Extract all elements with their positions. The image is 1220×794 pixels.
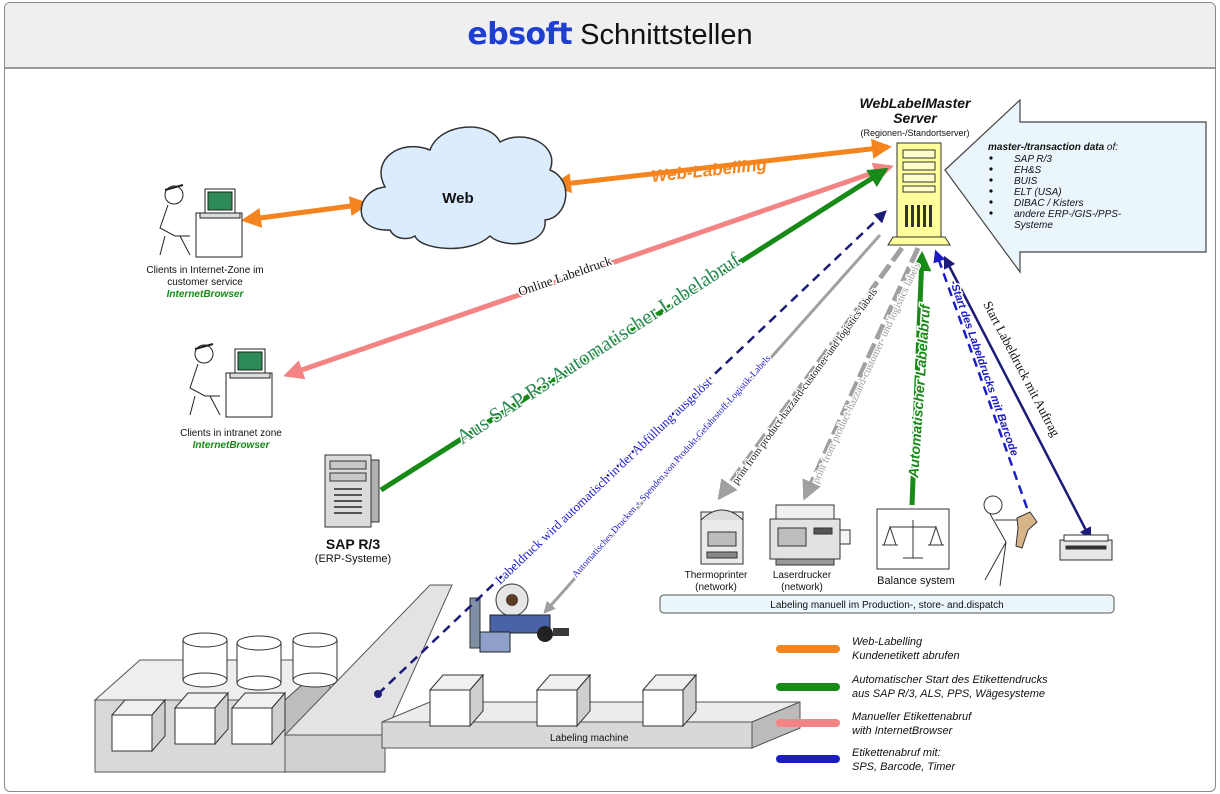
legend-3-line1: Manueller Etikettenabruf [852,711,972,723]
sap-name: SAP R/3 [326,536,380,552]
data-item: DIBAC / Kisters [1014,198,1083,209]
workstation-icon [189,343,273,418]
legend-1-line2: Kundenetikett abrufen [852,650,960,662]
legend-2-line1: Automatischer Start des Etikettendrucks [851,674,1048,686]
data-item: andere ERP-/GIS-/PPS- [1014,209,1122,220]
data-heading-bold: master-/transaction data [988,142,1105,153]
manual-labeling-bar: Labeling manuell im Production-, store- … [659,594,1115,614]
label-applicator-icon [469,583,569,653]
sap-auto-label: Aus SAP R3:Automatischer Labelabruf [452,247,745,449]
title-text: Schnittstellen [580,19,753,51]
web-label: Web [442,190,473,207]
clients-internet: Clients in Internet-Zone im customer ser… [146,184,264,300]
worker-barcode-scanner-icon [983,495,1038,587]
clients-intranet-browser: InternetBrowser [193,440,271,451]
box-icons [110,673,698,753]
connections [241,138,1092,698]
thermo-line1: Thermoprinter [685,570,748,581]
clients-intranet: Clients in intranet zone InternetBrowser [180,343,282,451]
balance-label: Balance system [877,575,955,587]
data-item: EH&S [1014,165,1042,176]
svg-text:master-/transaction data of:: master-/transaction data of: [988,142,1118,153]
server-subtitle: (Regionen-/Standortserver) [860,128,969,138]
weblabelmaster-server: WebLabelMaster Server (Regionen-/Standor… [860,95,973,246]
laserdrucker-icon [769,504,851,566]
balance-scale-icon [876,508,950,570]
data-item: ELT (USA) [1014,187,1062,198]
laser-line2: (network) [781,582,823,593]
clients-internet-browser: InternetBrowser [167,289,245,300]
legend-4-line2: SPS, Barcode, Timer [852,761,957,773]
drum-stack-icon [182,632,338,691]
workstation-icon [159,184,243,258]
data-heading-rest: of: [1104,142,1118,153]
data-item: SAP R/3 [1014,154,1052,165]
line-printer-icon [1059,534,1113,561]
page-title: ebsoft Schnittstellen [5,17,1215,52]
server-name-line2: Server [893,110,938,126]
web-labelling-label: Web-Labelling [650,155,768,186]
auto-labelabruf-label: Automatischer Labelabruf [905,303,933,480]
header-bar: ebsoft Schnittstellen [5,3,1215,69]
conveyor-illustration: Labeling machine [93,583,801,774]
sap-r3: SAP R/3 (ERP-Systeme) [315,454,391,565]
online-labeldruck-label: Online Labeldruck [516,253,614,299]
legend-3-line2: with InternetBrowser [852,725,954,737]
labeling-machine-label: Labeling machine [550,733,629,744]
server-tower-icon [887,142,951,246]
data-bullets [989,156,993,215]
laser-line1: Laserdrucker [773,570,832,581]
start-auftrag-label: Start Labeldruck mit Auftrag [980,298,1063,439]
sap-server-icon [324,454,380,528]
legend-1-line1: Web-Labelling [852,636,923,648]
clients-internet-line2: customer service [167,277,243,288]
brand-logo: ebsoft [467,17,573,52]
manual-bar-label: Labeling manuell im Production-, store- … [770,600,1003,611]
thermoprinter-icon [700,509,744,565]
legend-2-line2: aus SAP R/3, ALS, PPS, Wägesysteme [852,688,1045,700]
server-name-line1: WebLabelMaster [860,95,973,111]
sap-sub: (ERP-Systeme) [315,553,391,565]
data-item: BUIS [1014,176,1038,187]
clients-intranet-line1: Clients in intranet zone [180,428,282,439]
web-cloud-icon: Web [360,126,567,250]
legend-4-line1: Etikettenabruf mit: [852,747,941,759]
devices: Thermoprinter (network) Laserdrucker (ne… [685,495,1113,593]
legend: Web-Labelling Kundenetikett abrufen Auto… [776,636,1048,773]
data-item: Systeme [1014,220,1053,231]
thermo-line2: (network) [695,582,737,593]
master-data-box: master-/transaction data of: SAP R/3 EH&… [944,98,1207,274]
clients-internet-line1: Clients in Internet-Zone im [146,265,263,276]
